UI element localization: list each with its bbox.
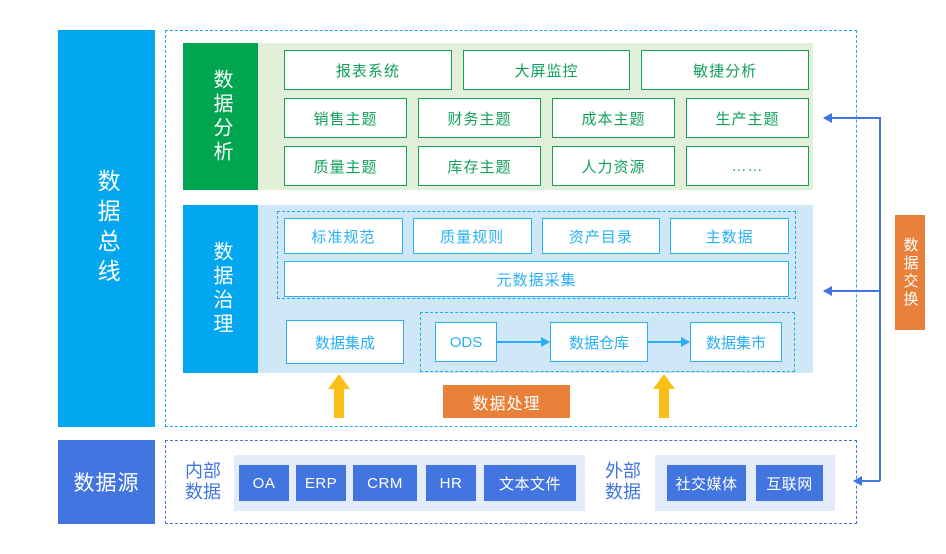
data-source-column: 数据源 <box>58 440 155 524</box>
arrow-up-head <box>653 374 675 389</box>
data-exchange-chip[interactable]: 数据交换 <box>895 215 925 330</box>
arrow-right-icon <box>497 337 550 347</box>
analysis-item[interactable]: 财务主题 <box>418 98 541 138</box>
governance-inner-boundary: 标准规范 质量规则 资产目录 主数据 元数据采集 <box>277 211 796 299</box>
analysis-item[interactable]: 报表系统 <box>284 50 452 90</box>
analysis-item[interactable]: …… <box>686 146 809 186</box>
arrow-left-icon <box>823 113 880 123</box>
standards-row: 标准规范 质量规则 资产目录 主数据 <box>284 218 789 254</box>
governance-label: 数据治理 <box>210 241 232 337</box>
arrow-up-shaft <box>659 387 669 418</box>
metadata-collection-box[interactable]: 元数据采集 <box>284 261 789 297</box>
arrow-up-shaft <box>334 387 344 418</box>
analysis-item[interactable]: 成本主题 <box>552 98 675 138</box>
governance-label-block: 数据治理 <box>183 205 258 373</box>
analysis-grid: 报表系统 大屏监控 敏捷分析 销售主题 财务主题 成本主题 生产主题 质量主题 … <box>284 50 810 194</box>
standard-item[interactable]: 主数据 <box>670 218 789 254</box>
ods-box[interactable]: ODS <box>435 322 497 362</box>
source-chip-hr[interactable]: HR <box>426 465 476 501</box>
data-warehouse-box[interactable]: 数据仓库 <box>550 322 648 362</box>
source-chip-oa[interactable]: OA <box>239 465 289 501</box>
data-exchange-label: 数据交换 <box>901 236 919 309</box>
analysis-item[interactable]: 人力资源 <box>552 146 675 186</box>
analysis-item[interactable]: 销售主题 <box>284 98 407 138</box>
internal-data-label: 内部 数据 <box>175 452 231 512</box>
analysis-item[interactable]: 敏捷分析 <box>641 50 810 90</box>
analysis-item[interactable]: 库存主题 <box>418 146 541 186</box>
exchange-trunk-line <box>879 117 881 481</box>
analysis-label-block: 数据分析 <box>183 43 258 190</box>
source-chip-internet[interactable]: 互联网 <box>756 465 823 501</box>
analysis-label: 数据分析 <box>210 68 232 165</box>
data-integration-box[interactable]: 数据集成 <box>286 320 404 364</box>
platform-boundary <box>165 30 857 427</box>
standard-item[interactable]: 质量规则 <box>412 218 532 254</box>
arrow-right-icon <box>648 337 690 347</box>
source-chip-social-media[interactable]: 社交媒体 <box>667 465 746 501</box>
source-chip-crm[interactable]: CRM <box>353 465 417 501</box>
external-data-label-line1: 外部 <box>605 461 641 482</box>
external-data-label: 外部 数据 <box>595 452 651 512</box>
data-mart-box[interactable]: 数据集市 <box>690 322 782 362</box>
internal-data-label-line2: 数据 <box>185 482 221 502</box>
data-bus-label: 数据总线 <box>94 168 121 289</box>
standard-item[interactable]: 标准规范 <box>284 218 403 254</box>
warehouse-pipeline-boundary <box>420 312 795 372</box>
standard-item[interactable]: 资产目录 <box>541 218 661 254</box>
source-chip-text-file[interactable]: 文本文件 <box>484 465 576 501</box>
data-source-label: 数据源 <box>73 472 140 495</box>
external-data-label-line2: 数据 <box>605 482 641 502</box>
arrow-left-icon <box>853 476 880 486</box>
analysis-row-1: 报表系统 大屏监控 敏捷分析 <box>284 50 810 90</box>
arrow-up-icon <box>653 374 675 418</box>
data-processing-chip[interactable]: 数据处理 <box>443 385 570 418</box>
arrow-left-icon <box>823 286 880 296</box>
internal-data-label-line1: 内部 <box>185 461 221 482</box>
analysis-row-2: 销售主题 财务主题 成本主题 生产主题 <box>284 98 809 138</box>
arrow-up-head <box>328 374 350 389</box>
analysis-row-3: 质量主题 库存主题 人力资源 …… <box>284 146 809 186</box>
arrow-up-icon <box>328 374 350 418</box>
data-bus-column: 数据总线 <box>58 30 155 427</box>
analysis-item[interactable]: 大屏监控 <box>462 50 631 90</box>
analysis-item[interactable]: 质量主题 <box>284 146 407 186</box>
source-chip-erp[interactable]: ERP <box>296 465 346 501</box>
analysis-item[interactable]: 生产主题 <box>686 98 809 138</box>
